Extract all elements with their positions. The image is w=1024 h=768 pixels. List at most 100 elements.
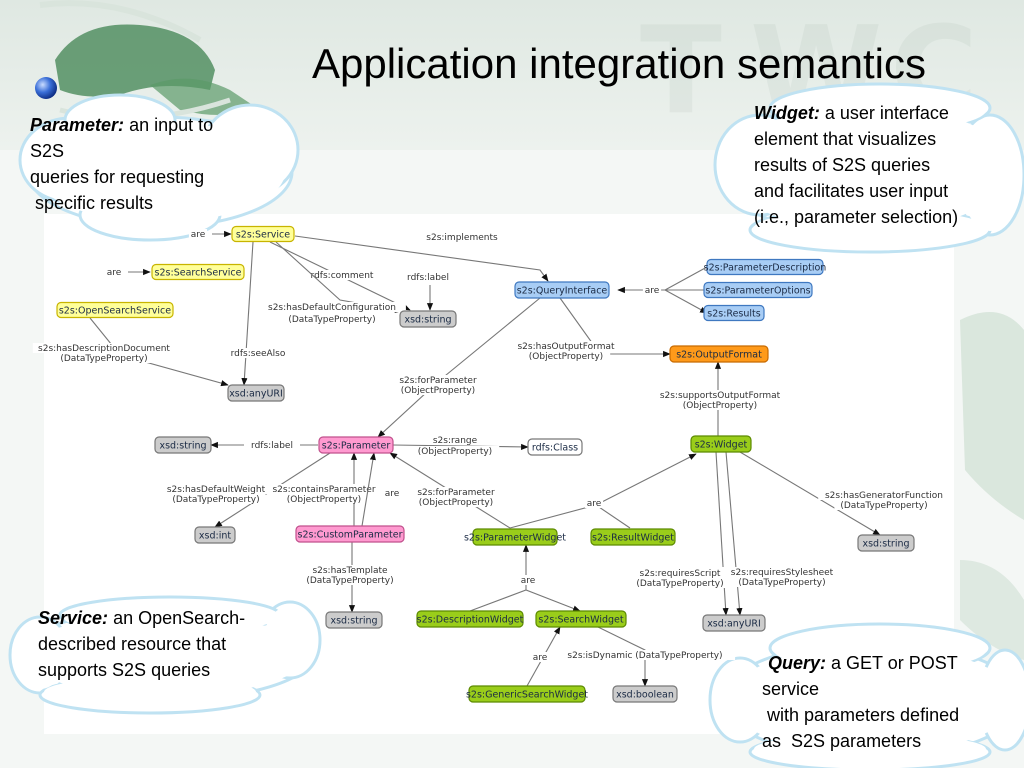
callout-line: supports S2S queries [38, 660, 211, 680]
edge-label-bg [630, 568, 730, 578]
edge-line [595, 504, 631, 529]
edge-are-searchwidget: are [526, 626, 561, 687]
node-customparam: s2s:CustomParameter [295, 525, 405, 543]
edge-are-service: are [188, 229, 232, 240]
edge-label: s2s:hasOutputFormat [517, 342, 614, 352]
edge-label: s2s:forParameter [417, 488, 495, 498]
node-box [690, 435, 752, 453]
node-xsdstring1: xsd:string [399, 310, 457, 328]
node-parameter: s2s:Parameter [318, 436, 394, 454]
node-label: s2s:GenericSearchWidget [466, 690, 588, 701]
node-label: s2s:ResultWidget [592, 533, 674, 544]
edge-label: rdfs:comment [311, 271, 374, 281]
edge-line [241, 241, 254, 386]
edge-label-bg [411, 487, 501, 497]
node-paramopts: s2s:ParameterOptions [703, 281, 813, 299]
node-label: s2s:Service [236, 230, 290, 241]
edge-label: (DataTypeProperty) [60, 354, 147, 364]
edge-rdfslabel2: rdfs:label [210, 440, 318, 451]
edge-rdfsseealso: rdfs:seeAlso [224, 241, 292, 386]
edge-label-bg [732, 577, 832, 587]
edge-label-bg [54, 353, 154, 363]
node-label: xsd:boolean [616, 690, 674, 701]
edge-label: (ObjectProperty) [418, 447, 492, 457]
edge-label-bg [423, 232, 501, 242]
edge-label-bg [513, 341, 619, 351]
node-box [590, 528, 676, 546]
callout-line: with parameters defined [762, 705, 960, 725]
edge-label: are [521, 576, 536, 586]
edge-label-bg [410, 446, 500, 456]
callout-line: and facilitates user input [754, 181, 949, 201]
edge-label-bg [630, 578, 730, 588]
edge-label: s2s:isDynamic (DataTypeProperty) [567, 651, 722, 661]
callout-term: Parameter: [30, 115, 125, 135]
edge-label: are [191, 230, 206, 240]
cloud-query [708, 622, 1024, 768]
node-box [56, 301, 174, 319]
node-descwidget: s2s:DescriptionWidget [416, 610, 524, 628]
callout-line: specific results [30, 193, 154, 213]
edge-label: rdfs:label [251, 441, 293, 451]
edge-line [725, 451, 743, 616]
edge-label: (ObjectProperty) [683, 401, 757, 411]
edge-label-bg [244, 440, 300, 450]
edge-label: are [385, 489, 400, 499]
node-box [154, 436, 212, 454]
edge-rdfscomment: rdfs:comment [269, 241, 411, 311]
edge-label: s2s:range [433, 436, 478, 446]
edge-label: s2s:hasDefaultWeight [167, 485, 266, 495]
node-label: xsd:string [330, 616, 377, 627]
edge-label: s2s:hasDefaultConfiguration [268, 303, 396, 313]
edge-label: are [533, 653, 548, 663]
edge-label-bg [818, 490, 950, 500]
edge-label: (DataTypeProperty) [288, 315, 375, 325]
globe-logo [35, 0, 260, 121]
edge-line [361, 452, 376, 527]
edge-label-bg [393, 375, 483, 385]
node-label: s2s:Parameter [322, 441, 391, 452]
node-box [231, 225, 295, 243]
edge-hasdescdoc: s2s:hasDescriptionDocument(DataTypePrope… [32, 317, 229, 387]
node-widget: s2s:Widget [690, 435, 752, 453]
edge-label-bg [521, 351, 611, 361]
node-resultwidget: s2s:ResultWidget [590, 528, 676, 546]
callout-term: Query: [768, 653, 827, 673]
callout-term: Service: [38, 608, 109, 628]
node-box [535, 610, 627, 628]
edge-line [509, 453, 697, 529]
edge-label-bg [166, 494, 266, 504]
callout-line: service [762, 679, 820, 699]
edge-label-bg [518, 575, 538, 585]
callout-line: queries for requesting [30, 167, 205, 187]
edge-line [739, 451, 881, 536]
node-label: xsd:string [862, 539, 909, 550]
slide-title: Application integration semantics [312, 40, 927, 87]
node-label: s2s:ParameterWidget [464, 533, 566, 544]
edge-are-widget: are [509, 453, 697, 529]
node-label: xsd:string [159, 441, 206, 452]
node-paramwidget: s2s:ParameterWidget [464, 528, 566, 546]
edge-implements: s2s:implements [294, 232, 549, 282]
edge-hasgenerator: s2s:hasGeneratorFunction(DataTypePropert… [739, 451, 950, 536]
node-outputformat: s2s:OutputFormat [669, 345, 769, 363]
edge-label-bg [584, 498, 604, 508]
edge-label-bg [429, 435, 481, 445]
callout-query: Query: a GET or POST service with parame… [762, 650, 959, 754]
edge-label: rdfs:label [407, 273, 449, 283]
callout-line: an OpenSearch- [108, 608, 246, 628]
callout-widget: Widget: a user interface element that vi… [754, 100, 958, 230]
node-label: s2s:Results [707, 309, 760, 320]
node-box [703, 304, 765, 322]
node-box [703, 281, 813, 299]
edge-containsparam: s2s:containsParameter(ObjectProperty) [266, 452, 382, 526]
edge-label: are [587, 499, 602, 509]
edge-line [469, 589, 581, 612]
callout-line: element that visualizes [754, 129, 937, 149]
edge-range: s2s:range(ObjectProperty) [392, 435, 529, 457]
node-box [702, 614, 766, 632]
edge-label: s2s:requiresStylesheet [731, 568, 834, 578]
node-box [612, 685, 678, 703]
edge-label-bg [382, 488, 402, 498]
